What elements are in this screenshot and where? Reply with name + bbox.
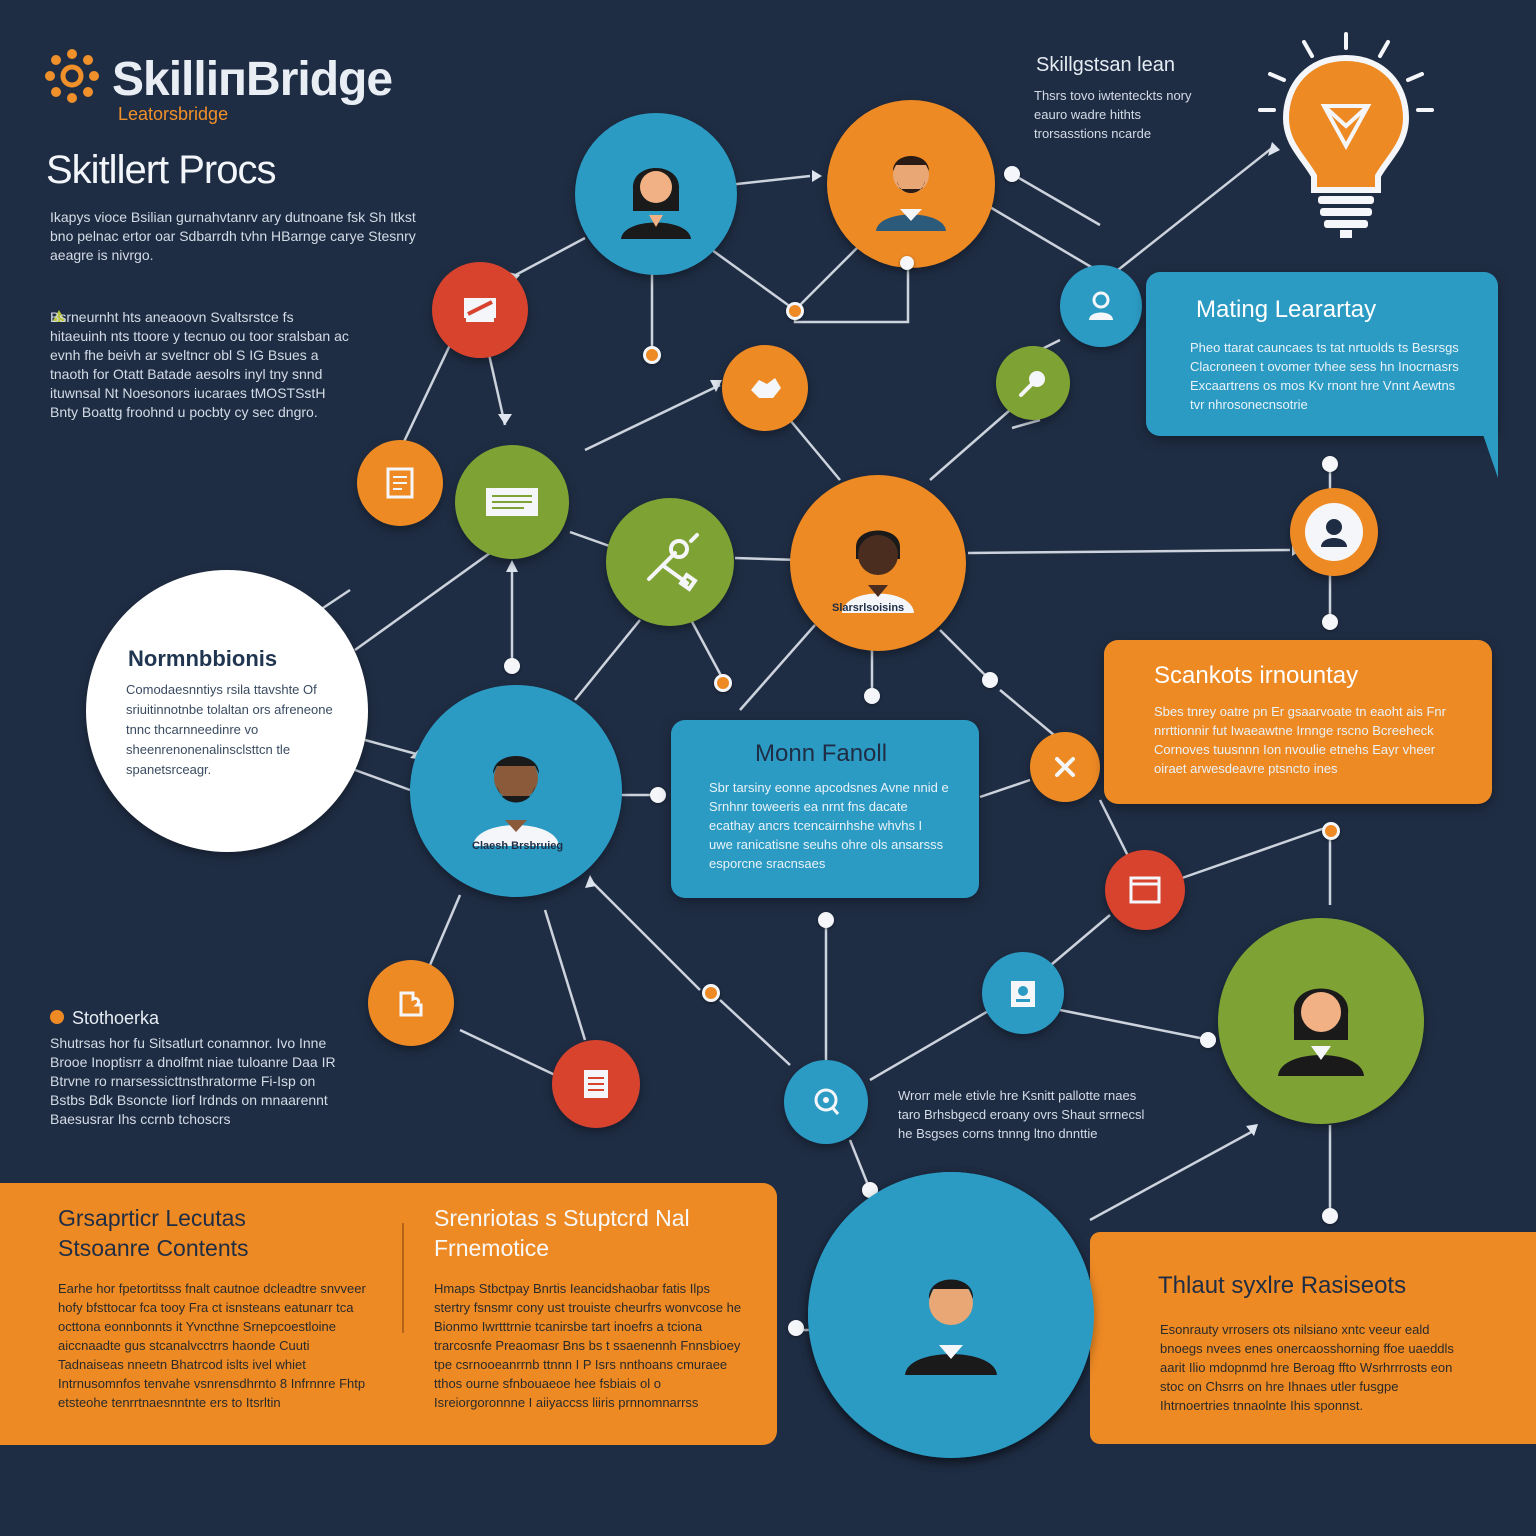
features-col2-text: Hmaps Stbctpay Bnrtis Ieancidshaobar fat…: [434, 1281, 742, 1410]
panel-divider: [402, 1223, 404, 1333]
tools-icon: [647, 533, 699, 592]
presentation-icon: [464, 298, 496, 322]
info-bubble-text: Comodaesnntiys rsila ttavshte Of sriuiti…: [126, 682, 333, 777]
tools-node[interactable]: [606, 498, 734, 626]
connector-dot: [982, 672, 998, 688]
connector-dot: [1200, 1032, 1216, 1048]
left-description: Bsrneurnht hts aneaoovn Svaltsrstce fs h…: [50, 309, 349, 420]
person-man-icon: [842, 530, 914, 613]
stothorka-title: Stothоerka: [72, 1008, 160, 1028]
person-node-bottom-overlay: [808, 1172, 1094, 1458]
callout-tail: [1458, 420, 1498, 478]
user-badge-node[interactable]: [1060, 265, 1142, 347]
report-node[interactable]: [552, 1040, 640, 1128]
connector-dot: [900, 256, 914, 270]
person-man-icon: [905, 1279, 997, 1375]
intro-text: Ikapys vioce Bsilian gurnahvtanrv ary du…: [50, 209, 416, 263]
connector-dot: [1322, 1208, 1338, 1224]
center-note: Wrorr mele etivle hre Ksnitt pallotte rn…: [898, 1088, 1145, 1141]
handshake-icon: [751, 378, 781, 398]
gear-icon: [45, 49, 99, 103]
features-panel: Grsаprtiсr Lecutas Stsоanre Contents Ear…: [0, 1183, 777, 1445]
person-node-woman-right[interactable]: [1218, 918, 1424, 1124]
results-title: Thlaut syxlre Rasiseots: [1158, 1272, 1407, 1299]
person-node-woman-top[interactable]: [575, 113, 737, 275]
connector-dot: [788, 1320, 804, 1336]
idea-node[interactable]: [368, 960, 454, 1046]
connector-dot: [1322, 822, 1340, 840]
magnifier-icon: [1019, 371, 1045, 397]
close-icon: [1055, 757, 1075, 777]
connector-dot: [650, 787, 666, 803]
box-icon: [1129, 876, 1161, 904]
person-woman-icon: [621, 168, 691, 239]
person-node-left[interactable]: [410, 685, 622, 897]
person-node-main[interactable]: [790, 475, 966, 651]
certificate-icon: [1011, 981, 1035, 1007]
logo-subtitle: Leatorsbridge: [118, 104, 229, 124]
document-icon: [486, 488, 538, 516]
mon-callout: Monn Fanoll Sbr tarsiny eonne apcodsnes …: [671, 720, 979, 898]
scankots-callout: Scankots irnountay Sbes tnrey oatre pn E…: [1104, 640, 1492, 804]
mon-callout-text: Sbr tarsiny eonne apcodsnes Avne nnid e …: [709, 780, 949, 871]
page-title: Skitllert Proсs: [46, 148, 276, 192]
bullet-dot: [50, 1010, 64, 1024]
user-icon: [1089, 291, 1113, 320]
info-bubble: [86, 570, 368, 852]
book-icon: [386, 467, 414, 499]
connector-dot: [1004, 166, 1020, 182]
connector-dot: [504, 658, 520, 674]
matching-callout: Mating Learаrtay Pheo ttarat cauncaes ts…: [1146, 272, 1498, 436]
puzzle-icon: [399, 991, 423, 1017]
person-man-icon: [473, 756, 559, 846]
lightbulb-icon: [1256, 30, 1436, 240]
logo: [42, 46, 102, 106]
main-person-caption: Slarsrlsoisins: [832, 602, 905, 614]
results-text: Esonrauty vrrosers ots nilsiano xntc vee…: [1160, 1322, 1454, 1413]
box-node[interactable]: [1105, 850, 1185, 930]
handshake-node[interactable]: [722, 345, 808, 431]
connector-dot: [786, 302, 804, 320]
profile-icon: [1305, 503, 1363, 561]
connector-dot: [714, 674, 732, 692]
search-node[interactable]: [996, 346, 1070, 420]
features-col1-title: Grsаprtiсr Lecutas Stsоanre Contents: [58, 1205, 249, 1261]
chat-search-icon: [814, 1088, 840, 1115]
info-bubble-title: Normnbbionis: [128, 646, 278, 671]
report-icon: [584, 1070, 608, 1098]
person-node-man-top[interactable]: [827, 100, 995, 268]
document-node[interactable]: [455, 445, 569, 559]
features-col1-text: Earhe hor fpetortitsss fnalt cautnoe dcl…: [58, 1281, 366, 1410]
profile-node[interactable]: [1290, 488, 1378, 576]
connector-dot: [818, 912, 834, 928]
connector-dot: [702, 984, 720, 1002]
connector-dot: [1322, 614, 1338, 630]
warning-icon: [52, 310, 66, 322]
matching-callout-text: Pheo ttarat cauncaes ts tat nrtuolds ts …: [1190, 340, 1459, 412]
connector-dot: [643, 346, 661, 364]
chat-node[interactable]: [784, 1060, 868, 1144]
results-panel: Thlaut syxlre Rasiseots Esonrauty vrrose…: [1090, 1232, 1536, 1444]
bulb-label-title: Skillgstsan lean: [1036, 54, 1175, 76]
book-node[interactable]: [357, 440, 443, 526]
logo-title: SkilliпBridge: [112, 53, 393, 106]
connector-dot: [864, 688, 880, 704]
presentation-node[interactable]: [432, 262, 528, 358]
scankots-callout-title: Scankots irnountay: [1154, 662, 1359, 689]
close-node[interactable]: [1030, 732, 1100, 802]
scankots-callout-text: Sbes tnrey oatre pn Er gsaarvoate tn eao…: [1154, 704, 1446, 776]
features-col2-title: Srenriotas s Stuptcrd Nal Frnemotіcе: [434, 1205, 690, 1261]
certificate-node[interactable]: [982, 952, 1064, 1034]
stothorka-text: Shutrsas hor fu Sitsatlurt conamnor. Ivo…: [50, 1035, 336, 1127]
mon-callout-title: Monn Fanoll: [755, 740, 888, 767]
person-woman-icon: [1278, 988, 1364, 1076]
bulb-label-text: Thsrs tovo iwtenteckts nory eauro wadre …: [1034, 88, 1192, 141]
matching-callout-title: Mating Learаrtay: [1196, 296, 1377, 323]
person-man-icon: [876, 156, 946, 231]
left-person-caption: Claesh Brsbruieg: [472, 840, 564, 852]
connector-dot: [1322, 456, 1338, 472]
